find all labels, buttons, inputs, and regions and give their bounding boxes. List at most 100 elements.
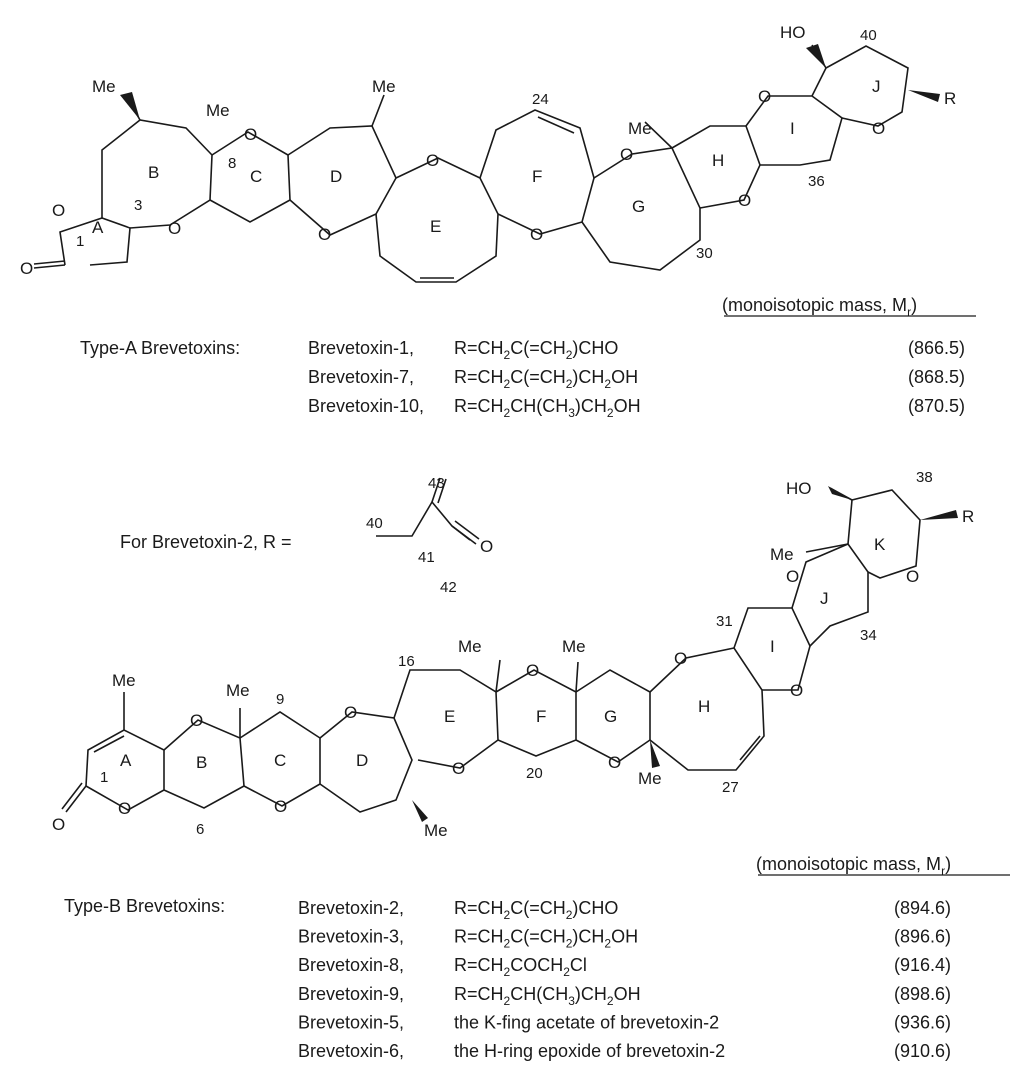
- type-b-toxin-mass: (916.4): [894, 955, 951, 975]
- type-b-methyl: Me: [112, 671, 136, 690]
- type-a-toxin-r-group: R=CH2C(=CH2)CHO: [454, 338, 618, 362]
- type-a-toxin-mass: (866.5): [908, 338, 965, 358]
- type-b-structure: A B C D E F G H I J K Me Me Me Me Me Me …: [52, 469, 974, 840]
- type-b-toxin-mass: (896.6): [894, 927, 951, 947]
- type-a-wedge-oh: [806, 44, 826, 68]
- type-b-ring-label: C: [274, 751, 286, 770]
- type-b-ring-label: J: [820, 589, 829, 608]
- type-b-toxin-r-group: R=CH2C(=CH2)CHO: [454, 898, 618, 922]
- type-b-toxin-name: Brevetoxin-5,: [298, 1012, 404, 1032]
- type-a-position-number: 30: [696, 245, 713, 262]
- type-b-heading: Type-B Brevetoxins:: [64, 896, 225, 916]
- type-a-heading: Type-A Brevetoxins:: [80, 338, 240, 358]
- type-b-position-number: 38: [916, 469, 933, 486]
- type-b-toxin-r-group: R=CH2CH(CH3)CH2OH: [454, 984, 641, 1008]
- type-b-toxin-mass: (894.6): [894, 898, 951, 918]
- type-a-structure: A B C D E F G H I J Me Me Me Me O O O O …: [20, 23, 956, 283]
- type-a-ring-label: H: [712, 151, 724, 170]
- type-b-ring-label: A: [120, 751, 132, 770]
- type-a-ring-label: C: [250, 167, 262, 186]
- type-a-oxygen: O: [872, 119, 885, 138]
- type-b-hydroxyl: HO: [786, 479, 812, 498]
- type-b-methyl: Me: [562, 637, 586, 656]
- r-oxygen: O: [480, 537, 493, 556]
- type-a-toxin-name: Brevetoxin-1,: [308, 338, 414, 358]
- type-a-wedge-me: [120, 92, 140, 120]
- type-a-r-group: R: [944, 89, 956, 108]
- type-b-oxygen: O: [118, 799, 131, 818]
- type-b-oxygen: O: [274, 797, 287, 816]
- type-b-oxygen: O: [344, 703, 357, 722]
- type-a-toxin-r-group: R=CH2CH(CH3)CH2OH: [454, 396, 641, 420]
- type-b-oxygen: O: [906, 567, 919, 586]
- type-b-oxygen: O: [452, 759, 465, 778]
- type-a-oxygen: O: [530, 225, 543, 244]
- type-b-toxin-r-group: R=CH2C(=CH2)CH2OH: [454, 927, 638, 951]
- type-a-ring-label: I: [790, 119, 795, 138]
- type-b-toxin-mass: (898.6): [894, 984, 951, 1004]
- type-b-position-number: 27: [722, 779, 739, 796]
- type-a-oxygen: O: [244, 125, 257, 144]
- type-a-oxygen: O: [318, 225, 331, 244]
- type-b-methyl: Me: [226, 681, 250, 700]
- type-a-ring-label: F: [532, 167, 542, 186]
- type-a-oxygen: O: [52, 201, 65, 220]
- type-b-ring-label: H: [698, 697, 710, 716]
- type-b-position-number: 6: [196, 821, 204, 838]
- type-b-oxygen: O: [526, 661, 539, 680]
- type-b-ring-label: K: [874, 535, 886, 554]
- type-a-toxin-mass: (868.5): [908, 367, 965, 387]
- type-b-oxygen: O: [790, 681, 803, 700]
- r-definition-label: For Brevetoxin-2, R =: [120, 532, 292, 552]
- type-b-oxygen: O: [786, 567, 799, 586]
- type-b-wedge-me: [650, 740, 660, 768]
- type-a-oxygen: O: [168, 219, 181, 238]
- r-atom-number: 40: [366, 515, 383, 532]
- type-b-toxin-r-group: R=CH2COCH2Cl: [454, 955, 587, 979]
- type-b-toxin-name: Brevetoxin-3,: [298, 927, 404, 947]
- type-b-ring-label: D: [356, 751, 368, 770]
- r-definition: For Brevetoxin-2, R = 40 41 42 43 O: [120, 475, 493, 596]
- type-a-position-number: 24: [532, 91, 549, 108]
- r-atom-number: 43: [428, 475, 445, 492]
- type-b-wedge-me: [412, 800, 428, 822]
- type-b-toxin-mass: (936.6): [894, 1012, 951, 1032]
- type-a-toxin-name: Brevetoxin-10,: [308, 396, 424, 416]
- type-b-methyl: Me: [458, 637, 482, 656]
- type-a-position-number: 8: [228, 155, 236, 172]
- type-b-toxin-r-group: the H-ring epoxide of brevetoxin-2: [454, 1041, 725, 1061]
- type-b-toxin-name: Brevetoxin-6,: [298, 1041, 404, 1061]
- type-a-oxygen: O: [758, 87, 771, 106]
- type-a-methyl: Me: [372, 77, 396, 96]
- type-b-mass-header: (monoisotopic mass, Mr): [756, 854, 951, 878]
- type-a-toxin-rows: Brevetoxin-1, R=CH2C(=CH2)CHO (866.5) Breve…: [308, 338, 965, 420]
- type-b-ring-label: E: [444, 707, 455, 726]
- type-a-oxygen: O: [620, 145, 633, 164]
- type-b-oxygen: O: [52, 815, 65, 834]
- type-b-toxin-name: Brevetoxin-9,: [298, 984, 404, 1004]
- type-a-ring-label: J: [872, 77, 881, 96]
- type-b-wedge-oh: [828, 486, 852, 500]
- type-a-wedge-r: [908, 90, 940, 102]
- type-a-mass-header: (monoisotopic mass, Mr): [722, 295, 917, 319]
- type-a-ring-label: D: [330, 167, 342, 186]
- type-a-oxygen: O: [738, 191, 751, 210]
- type-a-position-number: 1: [76, 233, 84, 250]
- type-a-toxin-name: Brevetoxin-7,: [308, 367, 414, 387]
- type-b-toxin-name: Brevetoxin-8,: [298, 955, 404, 975]
- type-a-oxygen: O: [426, 151, 439, 170]
- type-a-ring-label: A: [92, 218, 104, 237]
- type-a-position-number: 36: [808, 173, 825, 190]
- type-a-ring-label: G: [632, 197, 645, 216]
- type-b-methyl: Me: [770, 545, 794, 564]
- type-a-table: (monoisotopic mass, Mr) Type-A Brevetoxi…: [80, 295, 976, 420]
- type-b-oxygen: O: [608, 753, 621, 772]
- type-a-oxygen: O: [20, 259, 33, 278]
- type-b-position-number: 20: [526, 765, 543, 782]
- type-b-methyl: Me: [424, 821, 448, 840]
- type-a-bonds: [33, 44, 909, 283]
- type-a-ring-label: B: [148, 163, 159, 182]
- type-b-toxin-mass: (910.6): [894, 1041, 951, 1061]
- type-b-position-number: 34: [860, 627, 877, 644]
